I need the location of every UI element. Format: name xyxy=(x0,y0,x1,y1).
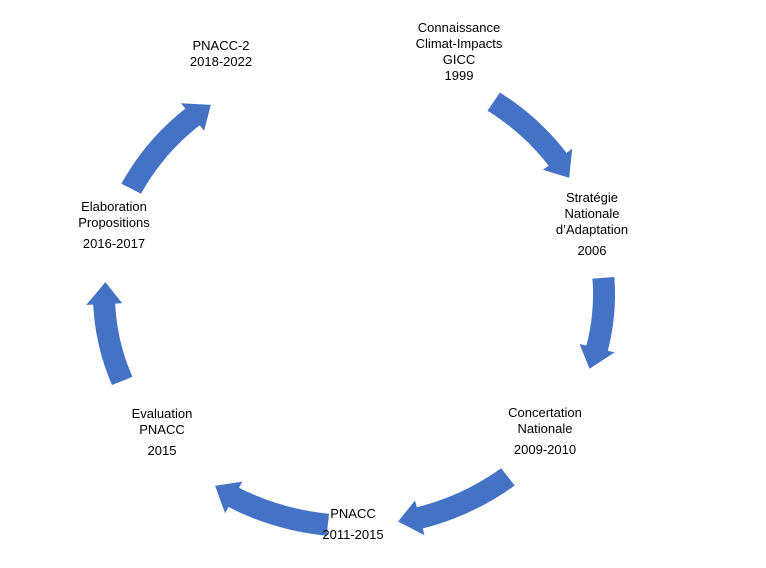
stage-evaluation-line-2: PNACC xyxy=(139,422,185,437)
arrow-to-strategie xyxy=(487,92,573,178)
stage-concertation: Concertation Nationale 2009-2010 xyxy=(508,405,582,458)
arrow-to-pnacc xyxy=(398,468,515,536)
stage-pnacc-2-date: 2018-2022 xyxy=(189,54,253,69)
stage-strategie-line-1: Stratégie xyxy=(565,190,619,205)
stage-evaluation-line-1: Evaluation xyxy=(131,406,193,421)
stage-gicc-line-3: GICC xyxy=(442,52,476,67)
stage-gicc-line-1: Connaissance xyxy=(417,20,501,35)
stage-pnacc: PNACC 2011-2015 xyxy=(322,506,383,543)
stage-gicc: Connaissance Climat-Impacts GICC 1999 xyxy=(416,20,503,84)
stage-concertation-line-2: Nationale xyxy=(517,421,573,436)
stage-elaboration-line-1: Elaboration xyxy=(81,199,147,214)
stage-strategie-line-2: Nationale xyxy=(564,206,620,221)
stage-strategie-date: 2006 xyxy=(577,243,607,258)
stage-gicc-line-2: Climat-Impacts xyxy=(415,36,503,51)
stage-pnacc-2-line-1: PNACC-2 xyxy=(192,38,250,53)
stage-elaboration: Elaboration Propositions 2016-2017 xyxy=(78,199,150,252)
stage-elaboration-line-2: Propositions xyxy=(78,215,150,230)
stage-pnacc-2: PNACC-2 2018-2022 xyxy=(190,38,252,70)
arrow-to-elaboration xyxy=(86,282,133,385)
stage-pnacc-line-1: PNACC xyxy=(330,506,376,521)
stage-pnacc-date: 2011-2015 xyxy=(322,527,384,542)
stage-strategie: Stratégie Nationale d’Adaptation 2006 xyxy=(556,190,628,259)
arrow-to-concertation xyxy=(579,277,615,369)
stage-elaboration-date: 2016-2017 xyxy=(82,236,146,251)
stage-evaluation-date: 2015 xyxy=(147,443,177,458)
stage-concertation-date: 2009-2010 xyxy=(513,442,577,457)
stage-strategie-line-3: d’Adaptation xyxy=(555,222,629,237)
arrow-to-evaluation xyxy=(215,481,329,536)
stage-concertation-line-1: Concertation xyxy=(508,405,582,420)
stage-evaluation: Evaluation PNACC 2015 xyxy=(132,406,193,459)
stage-gicc-date: 1999 xyxy=(444,68,474,83)
arrow-to-pnacc-2 xyxy=(121,103,211,194)
